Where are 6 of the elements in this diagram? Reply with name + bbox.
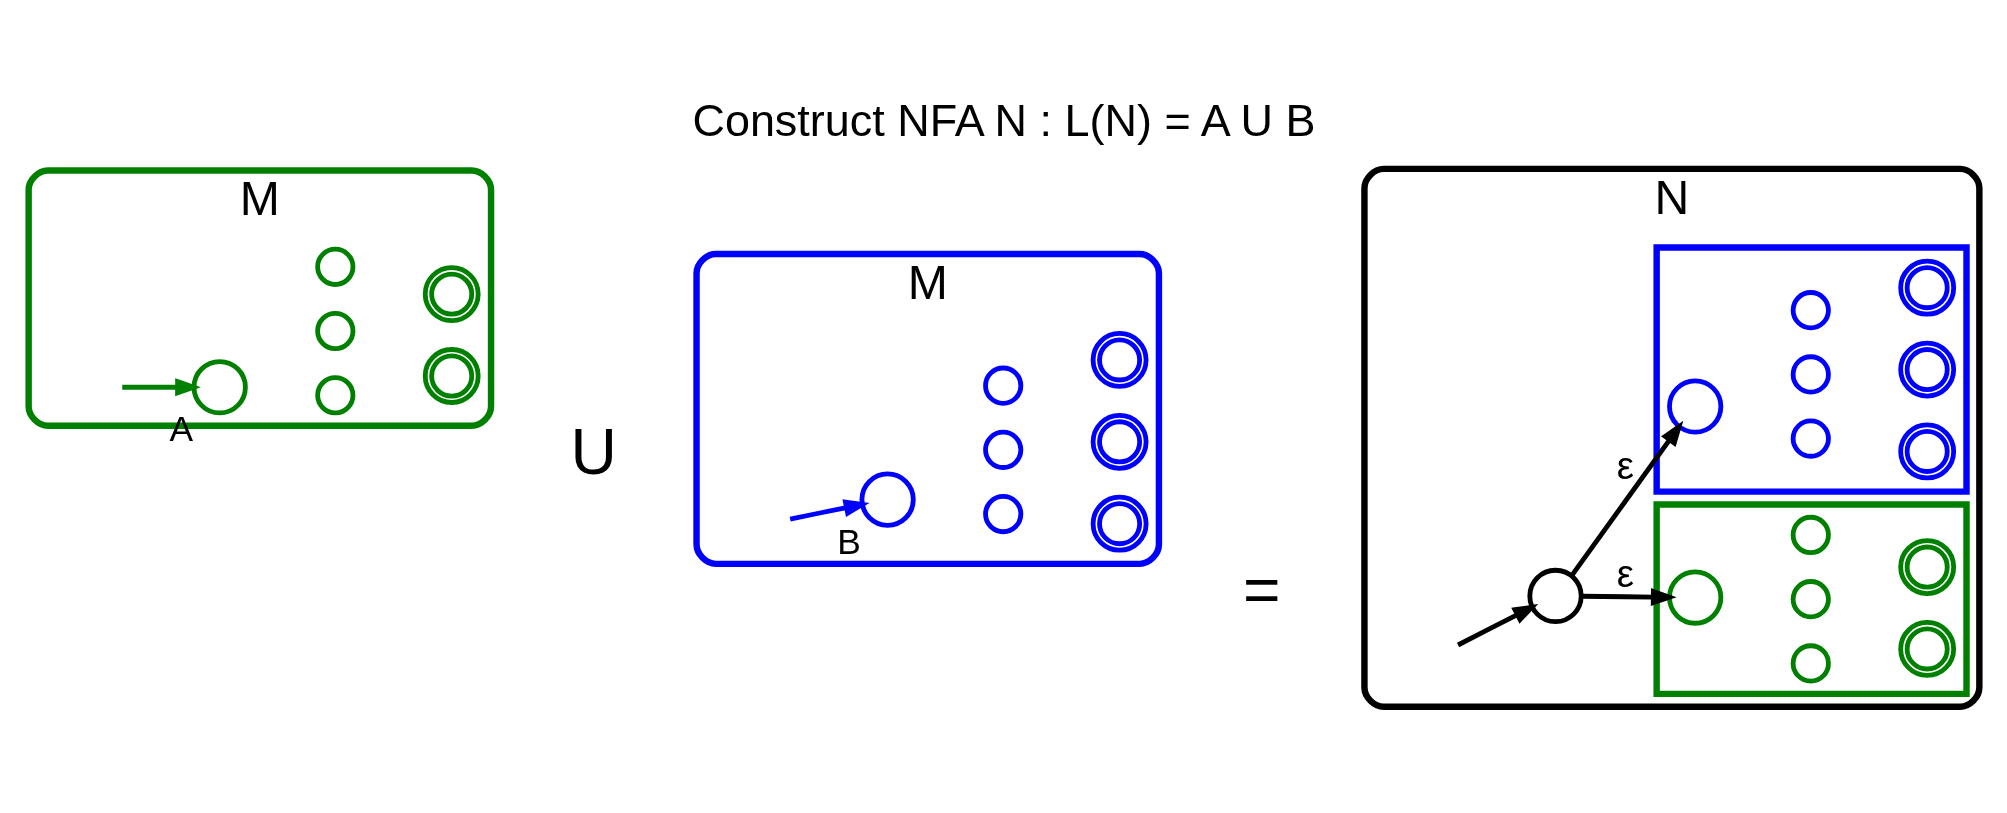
- edge-label: ε: [1616, 551, 1634, 595]
- label: =: [1242, 554, 1280, 627]
- diagram-title: Construct NFA N : L(N) = A U B: [691, 94, 1316, 146]
- label: U: [570, 415, 617, 488]
- node-label: B: [836, 521, 861, 561]
- edge-label: ε: [1616, 444, 1634, 488]
